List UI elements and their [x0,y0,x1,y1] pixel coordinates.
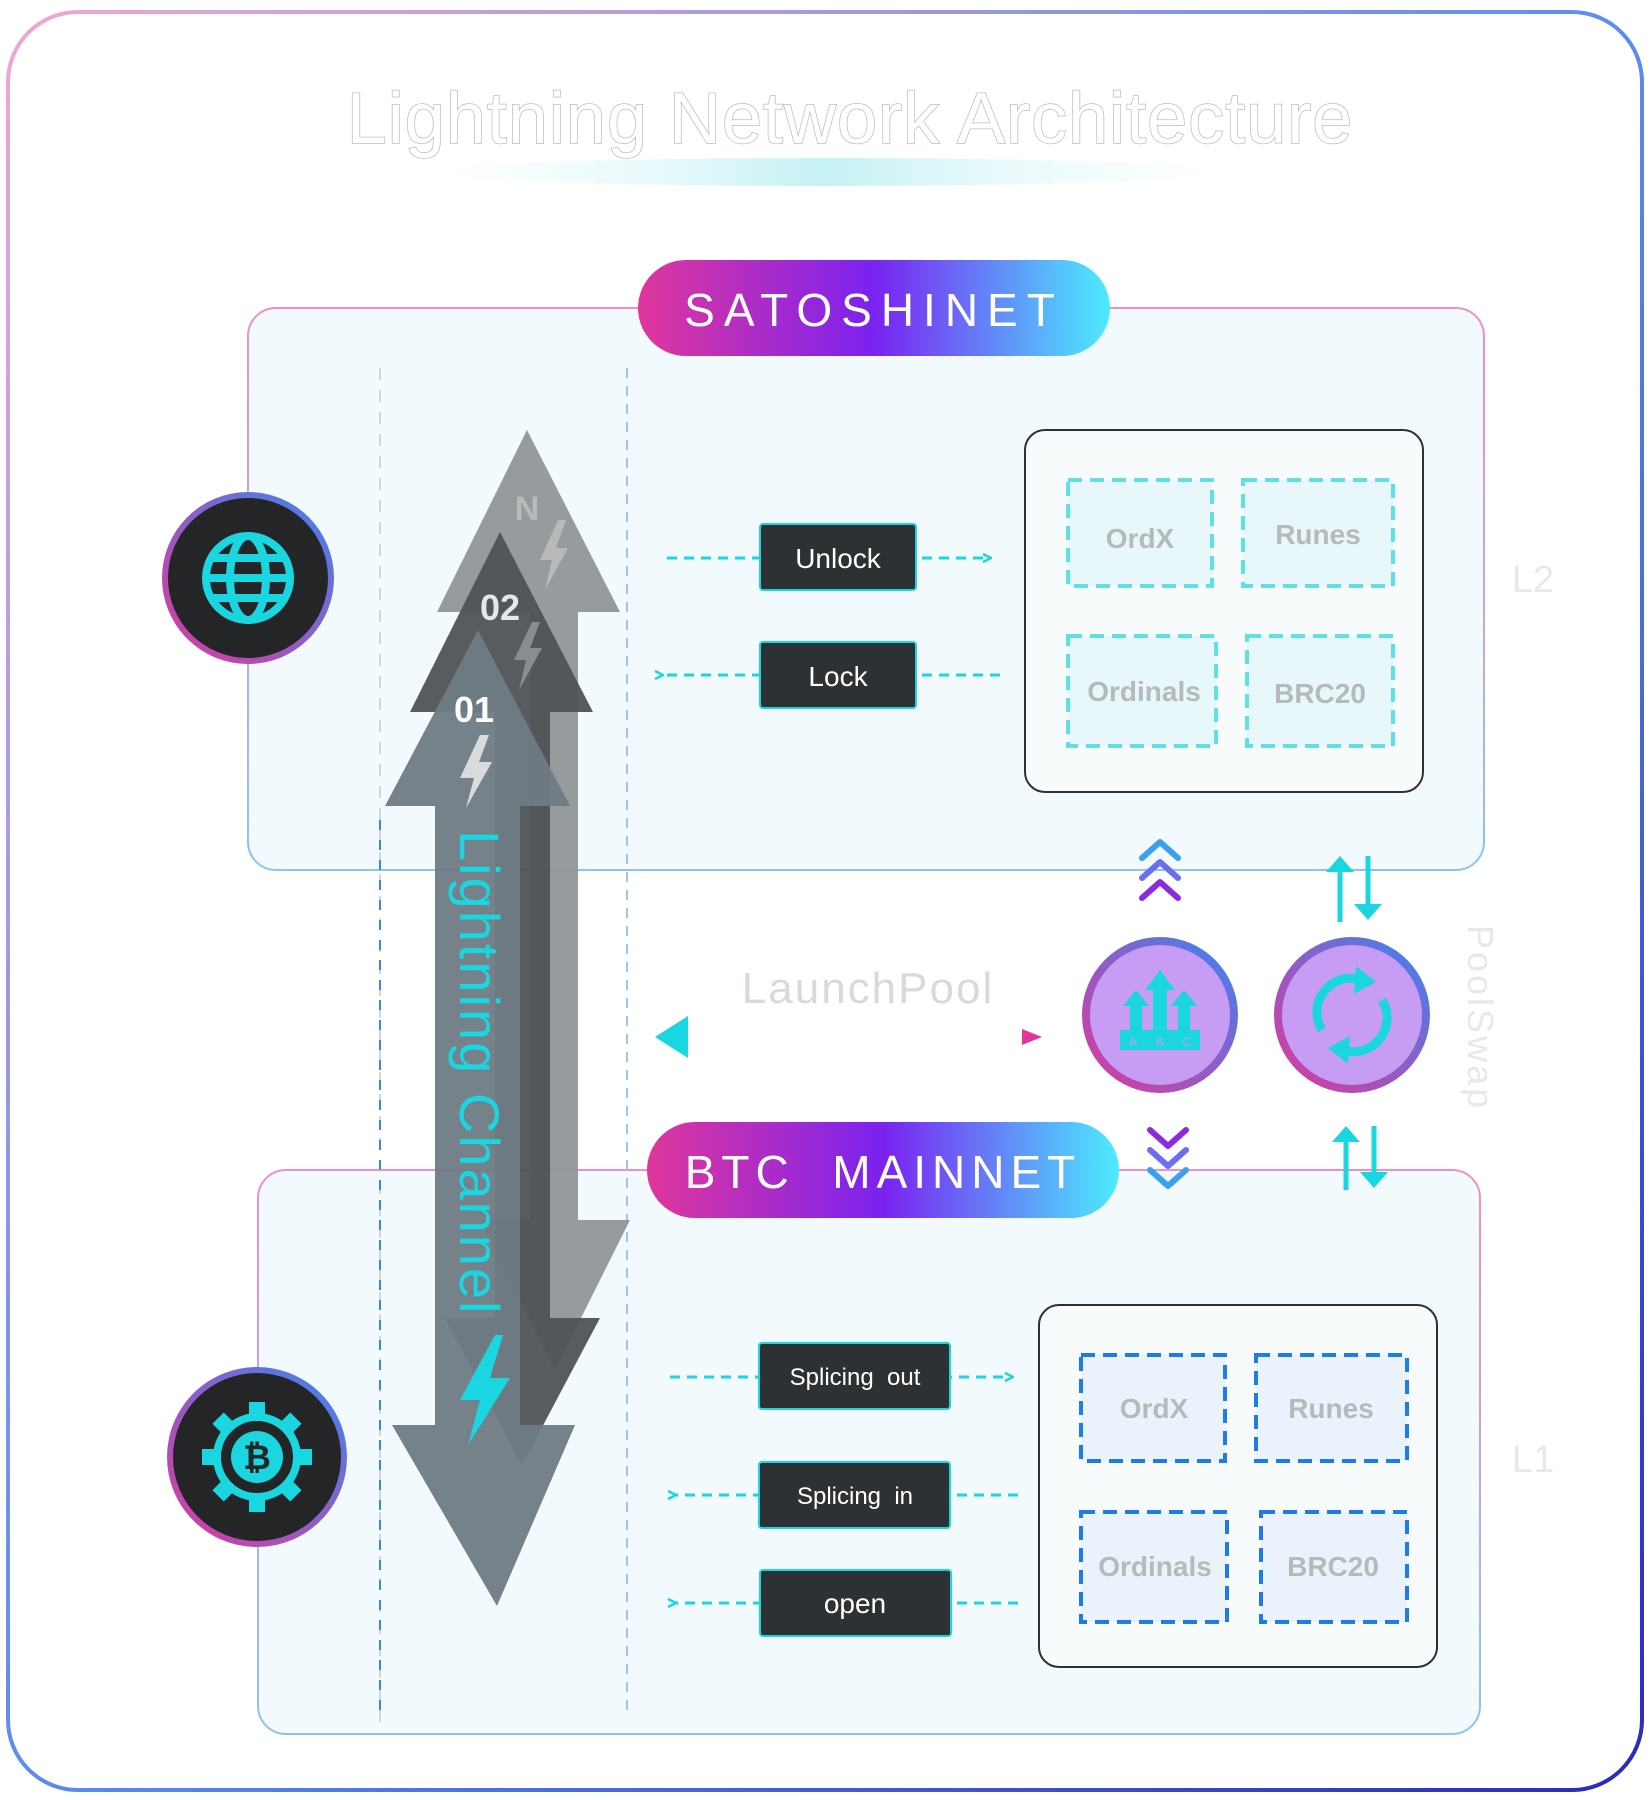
lightning-bolt-icon [460,1335,510,1445]
layer-tag-l2: L2 [1512,559,1554,601]
unlock-action[interactable]: Unlock [759,523,917,591]
bitcoin-gear-icon: ₿ [167,1367,347,1547]
l2-asset-ordx [1066,478,1214,588]
l1-asset-runes-label: Runes [1288,1393,1374,1424]
open-action[interactable]: open [759,1569,952,1637]
l1-asset-ordinals-label: Ordinals [1098,1551,1212,1582]
channel-level-n: N [515,490,540,528]
unlock-label: Unlock [795,543,882,574]
svg-text:C: C [1183,1035,1192,1049]
channel-level-01: 01 [454,689,494,730]
launchpool-label: LaunchPool [742,964,994,1013]
splicing-in-label: Splicing in [797,1483,913,1510]
launchpool-arrow-left-head [655,1016,688,1058]
svg-text:B: B [1156,1035,1164,1049]
lightning-channel-label: Lightning Channel [448,830,511,1315]
satoshinet-label: SATOSHINET [684,284,1064,336]
page-title: Lightning Network Architecture [347,79,1354,159]
l1-asset-ordx [1079,1353,1227,1463]
launchpool-arrow-right-head [1022,1029,1042,1045]
l1-asset-runes [1254,1353,1409,1463]
l1-asset-brc20 [1259,1510,1409,1624]
svg-text:A: A [1129,1035,1137,1049]
poolswap-exchange-arrows-bottom [1332,1126,1388,1190]
channel-level-02: 02 [480,587,520,628]
lock-label: Lock [808,661,868,692]
l2-asset-runes [1241,478,1395,588]
satoshinet-pill: SATOSHINET [638,260,1110,356]
open-label: open [824,1588,886,1619]
globe-icon [162,492,334,664]
l1-asset-ordinals [1079,1510,1229,1624]
btc-mainnet-pill: BTC MAINNET [647,1122,1119,1218]
l2-asset-ordinals [1066,634,1218,748]
splicing-out-label: Splicing out [790,1364,921,1391]
layer-tag-l1: L1 [1512,1439,1554,1481]
abc-launch-icon: A B C [1082,937,1238,1093]
launchpool-down-chevrons [1147,1127,1189,1189]
l2-asset-brc20 [1245,634,1395,748]
l2-asset-ordinals-label: Ordinals [1087,676,1201,707]
l2-asset-ordx-label: OrdX [1106,523,1175,554]
splicing-out-action[interactable]: Splicing out [758,1342,951,1410]
svg-text:₿: ₿ [243,1439,271,1477]
swap-arrows-icon [1274,937,1430,1093]
launchpool-up-chevrons [1139,839,1181,901]
l2-asset-runes-label: Runes [1275,519,1361,550]
l2-asset-brc20-label: BRC20 [1274,678,1366,709]
l1-asset-brc20-label: BRC20 [1287,1551,1379,1582]
poolswap-exchange-arrows-top [1326,856,1382,922]
lock-action[interactable]: Lock [759,641,917,709]
l1-asset-ordx-label: OrdX [1120,1393,1189,1424]
title-glow [425,158,1225,186]
btc-mainnet-label: BTC MAINNET [685,1146,1082,1198]
splicing-in-action[interactable]: Splicing in [758,1461,951,1529]
lightning-channel-arrows [385,430,630,1606]
poolswap-label: PoolSwap [1460,925,1501,1111]
